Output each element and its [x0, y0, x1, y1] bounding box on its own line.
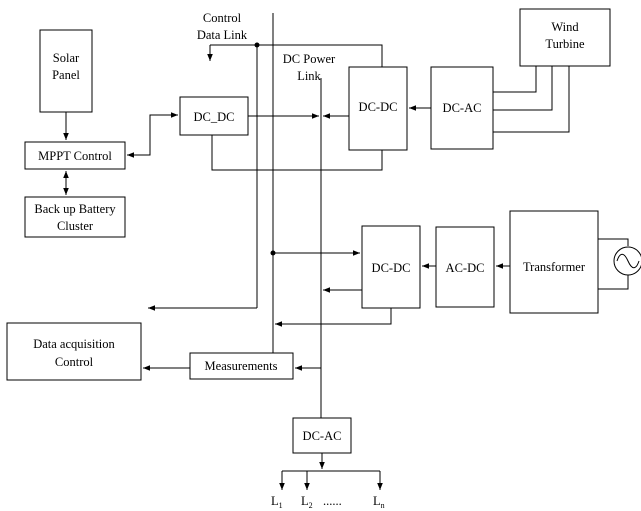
- measurements-label: Measurements: [205, 359, 278, 373]
- load-n-label: Ln: [373, 494, 385, 510]
- ac-dc-label: AC-DC: [446, 261, 485, 275]
- dc-dc-lower-block: [361, 225, 421, 309]
- backup-battery-label-1: Back up Battery: [34, 202, 116, 216]
- load-ellipsis: ......: [323, 494, 342, 508]
- transformer-block: [509, 210, 599, 314]
- dcdc-left-underloop: [211, 135, 383, 171]
- control-data-link-label: Control Data Link: [197, 11, 248, 42]
- dc-dc-mid-label: DC-DC: [359, 100, 398, 114]
- data-acquisition-label-1: Data acquisition: [33, 337, 115, 351]
- mppt-control-label: MPPT Control: [38, 149, 112, 163]
- solar-panel-label-2: Panel: [52, 68, 80, 82]
- wind-turbine-label-1: Wind: [551, 20, 579, 34]
- dc-dc-lower-label: DC-DC: [372, 261, 411, 275]
- load-2-label: L2: [301, 494, 313, 510]
- wind-turbine-block: [519, 8, 611, 67]
- sine-wave-source-icon: [613, 246, 641, 276]
- ac-source-wiring: [598, 238, 629, 290]
- ac-dc-block: [435, 226, 495, 308]
- mppt-dcdc-link: [127, 112, 178, 158]
- dc-ac-top-block: [430, 66, 494, 150]
- mppt-control-block: [24, 141, 126, 170]
- backup-battery-label-2: Cluster: [57, 219, 94, 233]
- measurements-block: [189, 352, 294, 380]
- dc-dc-left-block: [179, 96, 249, 136]
- dc-ac-top-label: DC-AC: [443, 101, 482, 115]
- backup-battery-block: [24, 196, 126, 238]
- solar-panel-block: [39, 29, 93, 113]
- dc-ac-bottom-block: [292, 417, 352, 454]
- svg-text:Control: Control: [203, 11, 242, 25]
- transformer-label: Transformer: [523, 260, 586, 274]
- svg-text:Data Link: Data Link: [197, 28, 248, 42]
- control-data-link-loop: [257, 44, 383, 67]
- data-acquisition-label-2: Control: [55, 355, 94, 369]
- solar-panel-label-1: Solar: [53, 51, 80, 65]
- dc-dc-mid-block: [348, 66, 408, 151]
- dc-power-link-label: DC Power Link: [283, 52, 336, 83]
- lower-dcdc-underloop: [275, 308, 392, 327]
- load-1-label: L1: [271, 494, 283, 510]
- wind-phase-a: [493, 66, 537, 93]
- svg-text:DC Power: DC Power: [283, 52, 336, 66]
- dc-ac-bottom-label: DC-AC: [303, 429, 342, 443]
- wind-turbine-label-2: Turbine: [545, 37, 585, 51]
- wind-phase-b: [493, 66, 553, 111]
- wind-phase-c: [493, 66, 570, 133]
- dc-dc-left-label: DC_DC: [194, 110, 235, 124]
- data-acquisition-block: [6, 322, 142, 381]
- svg-text:Link: Link: [297, 69, 321, 83]
